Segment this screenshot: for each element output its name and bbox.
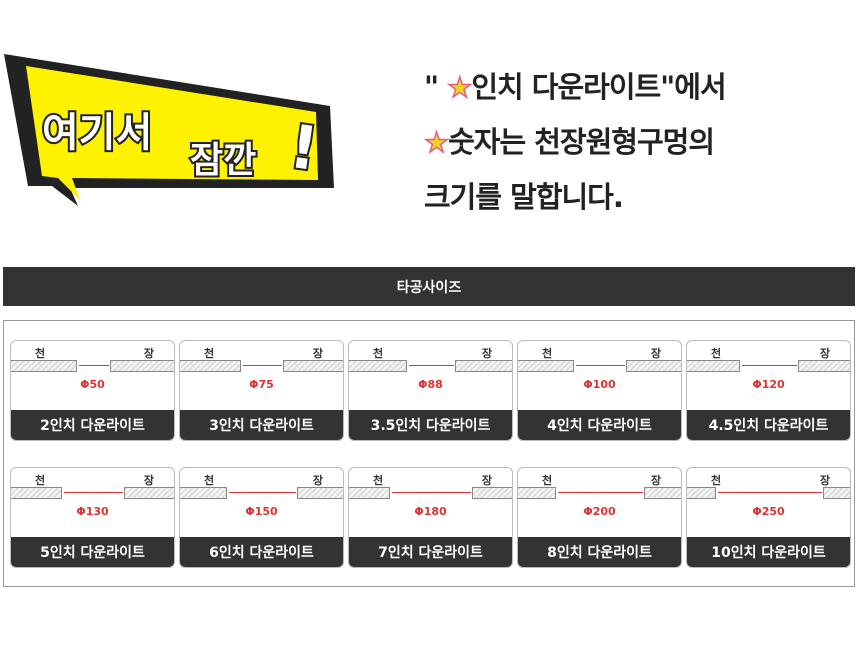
diameter-arrow — [557, 492, 644, 493]
note-line3: 크기를 말합니다. — [424, 180, 624, 214]
downlight-size-card: 천 장 Φ88 3.5인치 다운라이트 — [348, 340, 513, 441]
diameter-value: Φ75 — [249, 378, 274, 391]
downlight-label: 5인치 다운라이트 — [11, 537, 174, 567]
downlight-size-card: 천 장 Φ250 10인치 다운라이트 — [686, 467, 851, 568]
wait-here-logo: 여기서 잠깐 ! — [4, 54, 334, 206]
ceiling-panel-right — [471, 487, 512, 499]
diameter-arrow — [63, 492, 124, 493]
inch-note: " ★인치 다운라이트"에서 ★숫자는 천장원형구멍의 크기를 말합니다. — [423, 60, 726, 224]
ceiling-panel-left — [349, 487, 391, 499]
diameter-arrow — [229, 492, 296, 493]
ceiling-panel-left — [11, 360, 77, 372]
diameter-value: Φ100 — [583, 378, 616, 391]
diameter-value: Φ130 — [76, 505, 109, 518]
diameter-arrow — [717, 492, 822, 493]
downlight-size-card: 천 장 Φ120 4.5인치 다운라이트 — [686, 340, 851, 441]
ceiling-panel-left — [518, 360, 575, 372]
ceiling-label-right: 장 — [650, 474, 661, 487]
ceiling-panel-right — [283, 360, 343, 372]
downlight-label: 4.5인치 다운라이트 — [687, 410, 850, 440]
ceiling-label-left: 천 — [204, 474, 215, 487]
diameter-value: Φ250 — [752, 505, 785, 518]
ceiling-label-right: 장 — [312, 474, 323, 487]
ceiling-label-right: 장 — [650, 347, 661, 360]
diameter-value: Φ180 — [414, 505, 447, 518]
diameter-value: Φ50 — [80, 378, 105, 391]
section-title: 타공사이즈 — [3, 267, 855, 306]
ceiling-label-right: 장 — [481, 347, 492, 360]
ceiling-label-right: 장 — [312, 347, 323, 360]
ceiling-label-right: 장 — [481, 474, 492, 487]
star-icon: ★ — [446, 70, 473, 105]
ceiling-panel-right — [798, 360, 850, 372]
downlight-size-card: 천 장 Φ180 7인치 다운라이트 — [348, 467, 513, 568]
ceiling-label-left: 천 — [204, 347, 215, 360]
downlight-label: 3.5인치 다운라이트 — [349, 410, 512, 440]
ceiling-label-left: 천 — [542, 474, 553, 487]
diameter-value: Φ200 — [583, 505, 616, 518]
ceiling-panel-right — [625, 360, 681, 372]
ceiling-label-right: 장 — [143, 474, 154, 487]
downlight-label: 8인치 다운라이트 — [518, 537, 681, 567]
diameter-arrow — [242, 365, 283, 366]
downlight-label: 10인치 다운라이트 — [687, 537, 850, 567]
diameter-value: Φ150 — [245, 505, 278, 518]
downlight-size-card: 천 장 Φ50 2인치 다운라이트 — [10, 340, 175, 441]
ceiling-panel-left — [11, 487, 62, 499]
downlight-label: 2인치 다운라이트 — [11, 410, 174, 440]
star-icon: ★ — [423, 125, 450, 160]
ceiling-panel-right — [644, 487, 681, 499]
ceiling-panel-right — [124, 487, 174, 499]
ceiling-panel-right — [297, 487, 343, 499]
ceiling-label-left: 천 — [35, 474, 46, 487]
ceiling-panel-left — [180, 487, 227, 499]
downlight-label: 7인치 다운라이트 — [349, 537, 512, 567]
downlight-size-card: 천 장 Φ130 5인치 다운라이트 — [10, 467, 175, 568]
ceiling-label-right: 장 — [143, 347, 154, 360]
ceiling-panel-left — [518, 487, 556, 499]
diameter-arrow — [392, 492, 471, 493]
logo-text-1: 여기서 — [42, 110, 152, 156]
ceiling-panel-left — [180, 360, 241, 372]
downlight-label: 4인치 다운라이트 — [518, 410, 681, 440]
downlight-size-card: 천 장 Φ200 8인치 다운라이트 — [517, 467, 682, 568]
diameter-arrow — [741, 365, 798, 366]
note-line2: 숫자는 천장원형구멍의 — [448, 125, 715, 159]
downlight-size-card: 천 장 Φ150 6인치 다운라이트 — [179, 467, 344, 568]
diameter-arrow — [576, 365, 625, 366]
diameter-value: Φ120 — [752, 378, 785, 391]
ceiling-label-right: 장 — [819, 347, 830, 360]
ceiling-panel-left — [687, 360, 740, 372]
ceiling-label-left: 천 — [711, 347, 722, 360]
ceiling-label-right: 장 — [819, 474, 830, 487]
ceiling-label-left: 천 — [711, 474, 722, 487]
note-quote: " — [424, 70, 448, 104]
ceiling-label-left: 천 — [35, 347, 46, 360]
ceiling-label-left: 천 — [373, 474, 384, 487]
downlight-label: 3인치 다운라이트 — [180, 410, 343, 440]
downlight-label: 6인치 다운라이트 — [180, 537, 343, 567]
diameter-arrow — [409, 365, 454, 366]
diameter-arrow — [78, 365, 109, 366]
downlight-size-card: 천 장 Φ100 4인치 다운라이트 — [517, 340, 682, 441]
ceiling-label-left: 천 — [542, 347, 553, 360]
diameter-value: Φ88 — [418, 378, 443, 391]
ceiling-panel-right — [109, 360, 174, 372]
ceiling-panel-left — [687, 487, 716, 499]
note-line1: 인치 다운라이트"에서 — [471, 70, 726, 104]
ceiling-panel-right — [454, 360, 512, 372]
logo-text-2: 잠깐 — [190, 140, 256, 181]
downlight-size-card: 천 장 Φ75 3인치 다운라이트 — [179, 340, 344, 441]
ceiling-panel-left — [349, 360, 408, 372]
ceiling-panel-right — [822, 487, 850, 499]
ceiling-label-left: 천 — [373, 347, 384, 360]
